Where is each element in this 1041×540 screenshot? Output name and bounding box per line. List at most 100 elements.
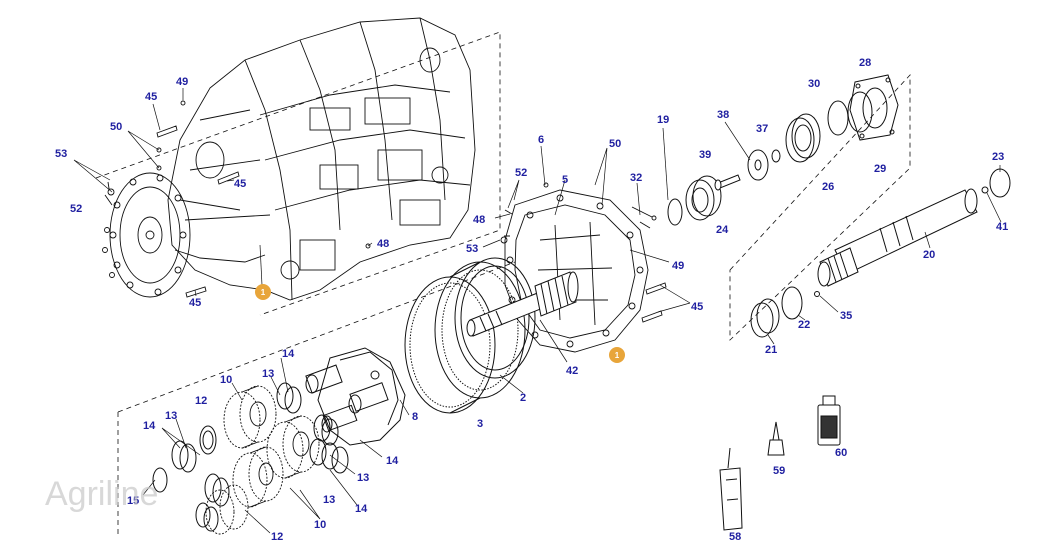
upper-seal-stack — [785, 74, 899, 163]
label-48-housing: 48 — [377, 238, 389, 250]
label-19: 19 — [657, 114, 669, 126]
planet-gears — [205, 385, 320, 535]
label-60: 60 — [835, 447, 847, 459]
reference-badges: 1 1 — [255, 284, 625, 363]
washer-38 — [747, 149, 769, 181]
label-29: 29 — [874, 163, 886, 175]
label-24: 24 — [716, 224, 729, 236]
flange-28 — [849, 74, 899, 141]
bolt-45-cover-upper — [645, 282, 667, 295]
sealant-bottle-59 — [767, 421, 785, 456]
group-frames — [95, 31, 911, 535]
ring-gear-carrier — [454, 257, 536, 379]
bearing-26 — [785, 113, 821, 163]
label-45-housing-bottom: 45 — [189, 297, 201, 309]
label-13-right: 13 — [357, 472, 369, 484]
bolt-45-middle — [217, 171, 240, 185]
label-52-housing: 52 — [70, 203, 82, 215]
watermark: Agriline — [45, 475, 158, 513]
label-15: 15 — [127, 495, 139, 507]
label-59: 59 — [773, 465, 785, 477]
label-42: 42 — [566, 365, 578, 377]
label-41: 41 — [996, 221, 1008, 233]
label-53-cover: 53 — [466, 243, 478, 255]
housing-end-flange — [102, 172, 191, 298]
label-39: 39 — [699, 149, 711, 161]
planet-carrier — [305, 347, 406, 446]
ring-gear — [404, 261, 526, 414]
label-14-top: 14 — [282, 348, 295, 360]
snap-rings — [152, 382, 349, 532]
label-3: 3 — [477, 418, 483, 430]
label-50-cover: 50 — [609, 138, 621, 150]
label-50-housing: 50 — [110, 121, 122, 133]
label-49-housing: 49 — [176, 76, 188, 88]
planetary-group-frame — [117, 261, 516, 535]
shaft-group-frame — [729, 73, 911, 341]
badge-1-housing-text: 1 — [261, 288, 266, 297]
label-37: 37 — [756, 123, 768, 135]
label-2: 2 — [520, 392, 526, 404]
badge-1-housing — [255, 284, 271, 300]
o-ring-23 — [989, 168, 1011, 198]
label-14-right: 14 — [386, 455, 399, 467]
label-52-cover: 52 — [515, 167, 527, 179]
label-30: 30 — [808, 78, 820, 90]
bearing-24 — [685, 175, 722, 221]
nut-37 — [771, 149, 781, 163]
label-13-top: 13 — [262, 368, 274, 380]
ball-35 — [814, 291, 820, 297]
label-58: 58 — [729, 531, 741, 540]
bolt-39 — [714, 174, 741, 191]
bolt-45-top — [156, 125, 178, 138]
planet-gear-lower — [232, 446, 284, 508]
label-12-bottom: 12 — [271, 531, 283, 540]
o-ring-19 — [667, 198, 683, 226]
sealant-bottle-60 — [817, 395, 841, 446]
label-45-housing-middle: 45 — [234, 178, 246, 190]
label-12-top: 12 — [195, 395, 207, 407]
sealant-tube-58 — [719, 447, 743, 531]
label-6: 6 — [538, 134, 544, 146]
housing-cover — [500, 182, 649, 353]
label-45-housing-top: 45 — [145, 91, 157, 103]
transmission-housing — [167, 17, 476, 301]
label-13-bottom: 13 — [323, 494, 335, 506]
planet-gear-bottom — [205, 484, 249, 535]
part-labels: 49 45 50 53 52 45 45 48 6 50 5 52 32 48 … — [55, 57, 1008, 540]
o-ring-22 — [781, 286, 803, 320]
label-26: 26 — [822, 181, 834, 193]
label-53: 53 — [55, 148, 67, 160]
label-38: 38 — [717, 109, 729, 121]
label-20: 20 — [923, 249, 935, 261]
sealants — [719, 395, 841, 531]
shaft-small-parts — [750, 168, 1011, 338]
cover-bolts — [631, 206, 667, 323]
output-seals-bearings — [667, 149, 781, 226]
label-14-bottom: 14 — [355, 503, 368, 515]
label-23: 23 — [992, 151, 1004, 163]
output-shaft — [817, 188, 978, 287]
label-13-left: 13 — [165, 410, 177, 422]
label-32: 32 — [630, 172, 642, 184]
bolt-45-bottom — [185, 286, 207, 298]
label-45-cover: 45 — [691, 301, 703, 313]
label-22: 22 — [798, 319, 810, 331]
badge-1-cover — [609, 347, 625, 363]
label-48-cover: 48 — [473, 214, 485, 226]
label-28: 28 — [859, 57, 871, 69]
leader-lines — [73, 88, 1002, 534]
o-ring-29 — [847, 91, 873, 133]
sun-shaft — [466, 271, 579, 337]
bolt-45-cover-lower — [641, 310, 663, 323]
label-8: 8 — [412, 411, 418, 423]
label-10-top: 10 — [220, 374, 232, 386]
label-5: 5 — [562, 174, 568, 186]
label-35: 35 — [840, 310, 852, 322]
seal-30 — [827, 100, 849, 136]
label-49-cover: 49 — [672, 260, 684, 272]
planet-gear-middle — [266, 415, 320, 479]
label-21: 21 — [765, 344, 777, 356]
label-10-bottom: 10 — [314, 519, 326, 531]
